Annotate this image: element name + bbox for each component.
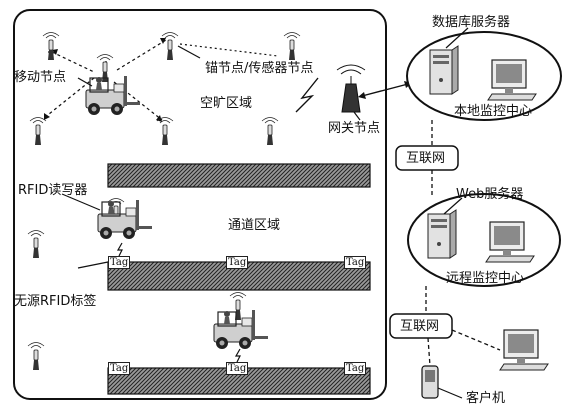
rfid-tag: Tag — [108, 256, 130, 269]
open-area-label: 空旷区域 — [200, 96, 252, 111]
client-label: 客户机 — [466, 391, 505, 406]
network-link — [428, 338, 430, 366]
internet-label: 互联网 — [406, 151, 445, 166]
warehouse-frame — [14, 10, 386, 399]
network-link — [452, 330, 500, 350]
aisle-area-label: 通道区域 — [228, 218, 280, 233]
passive-rfid-tag-label: 无源RFID标签 — [14, 294, 96, 309]
web-server-label: Web服务器 — [456, 187, 523, 202]
rfid-tag: Tag — [344, 362, 366, 375]
rfid-tag: Tag — [226, 362, 248, 375]
rfid-tag: Tag — [108, 362, 130, 375]
handheld-client-icon — [422, 366, 438, 398]
shelf — [108, 164, 370, 187]
web-server-icon — [428, 210, 456, 258]
rfid-reader-label: RFID读写器 — [18, 183, 87, 198]
internet-label: 互联网 — [400, 319, 439, 334]
remote-monitor-label: 远程监控中心 — [446, 271, 524, 286]
mobile-node-label: 移动节点 — [14, 70, 66, 85]
gateway-node-label: 网关节点 — [328, 121, 380, 136]
rfid-tag: Tag — [226, 256, 248, 269]
anchor-nodes-label: 锚节点/传感器节点 — [205, 61, 313, 76]
local-monitor-label: 本地监控中心 — [454, 104, 532, 119]
client-pc-icon — [500, 330, 548, 370]
db-server-label: 数据库服务器 — [432, 15, 510, 30]
rfid-tag: Tag — [344, 256, 366, 269]
database-server-icon — [430, 46, 458, 94]
label-pointer — [438, 388, 462, 398]
